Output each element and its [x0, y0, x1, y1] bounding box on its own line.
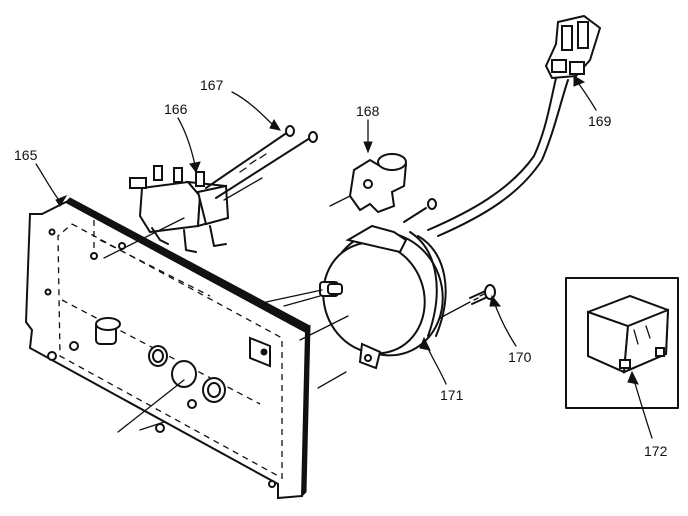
motor-wire-harness — [403, 77, 569, 237]
callout-169: 169 — [588, 113, 612, 129]
callout-labels: 165 166 167 168 169 170 171 172 — [14, 77, 668, 459]
part-172-inset — [565, 277, 679, 409]
callout-172: 172 — [644, 443, 668, 459]
part-167-screws — [205, 125, 318, 199]
part-166-switch — [103, 165, 263, 259]
part-165-mounting-bracket — [24, 197, 311, 500]
part-170-screw — [439, 284, 496, 319]
callout-167: 167 — [200, 77, 224, 93]
part-168-coupling — [329, 153, 408, 214]
callout-leaders — [35, 75, 653, 439]
callout-168: 168 — [356, 103, 380, 119]
callout-165: 165 — [14, 147, 38, 163]
callout-170: 170 — [508, 349, 532, 365]
callout-171: 171 — [440, 387, 464, 403]
part-169-connector — [544, 14, 602, 80]
callout-166: 166 — [164, 101, 188, 117]
part-171-motor — [265, 224, 447, 389]
